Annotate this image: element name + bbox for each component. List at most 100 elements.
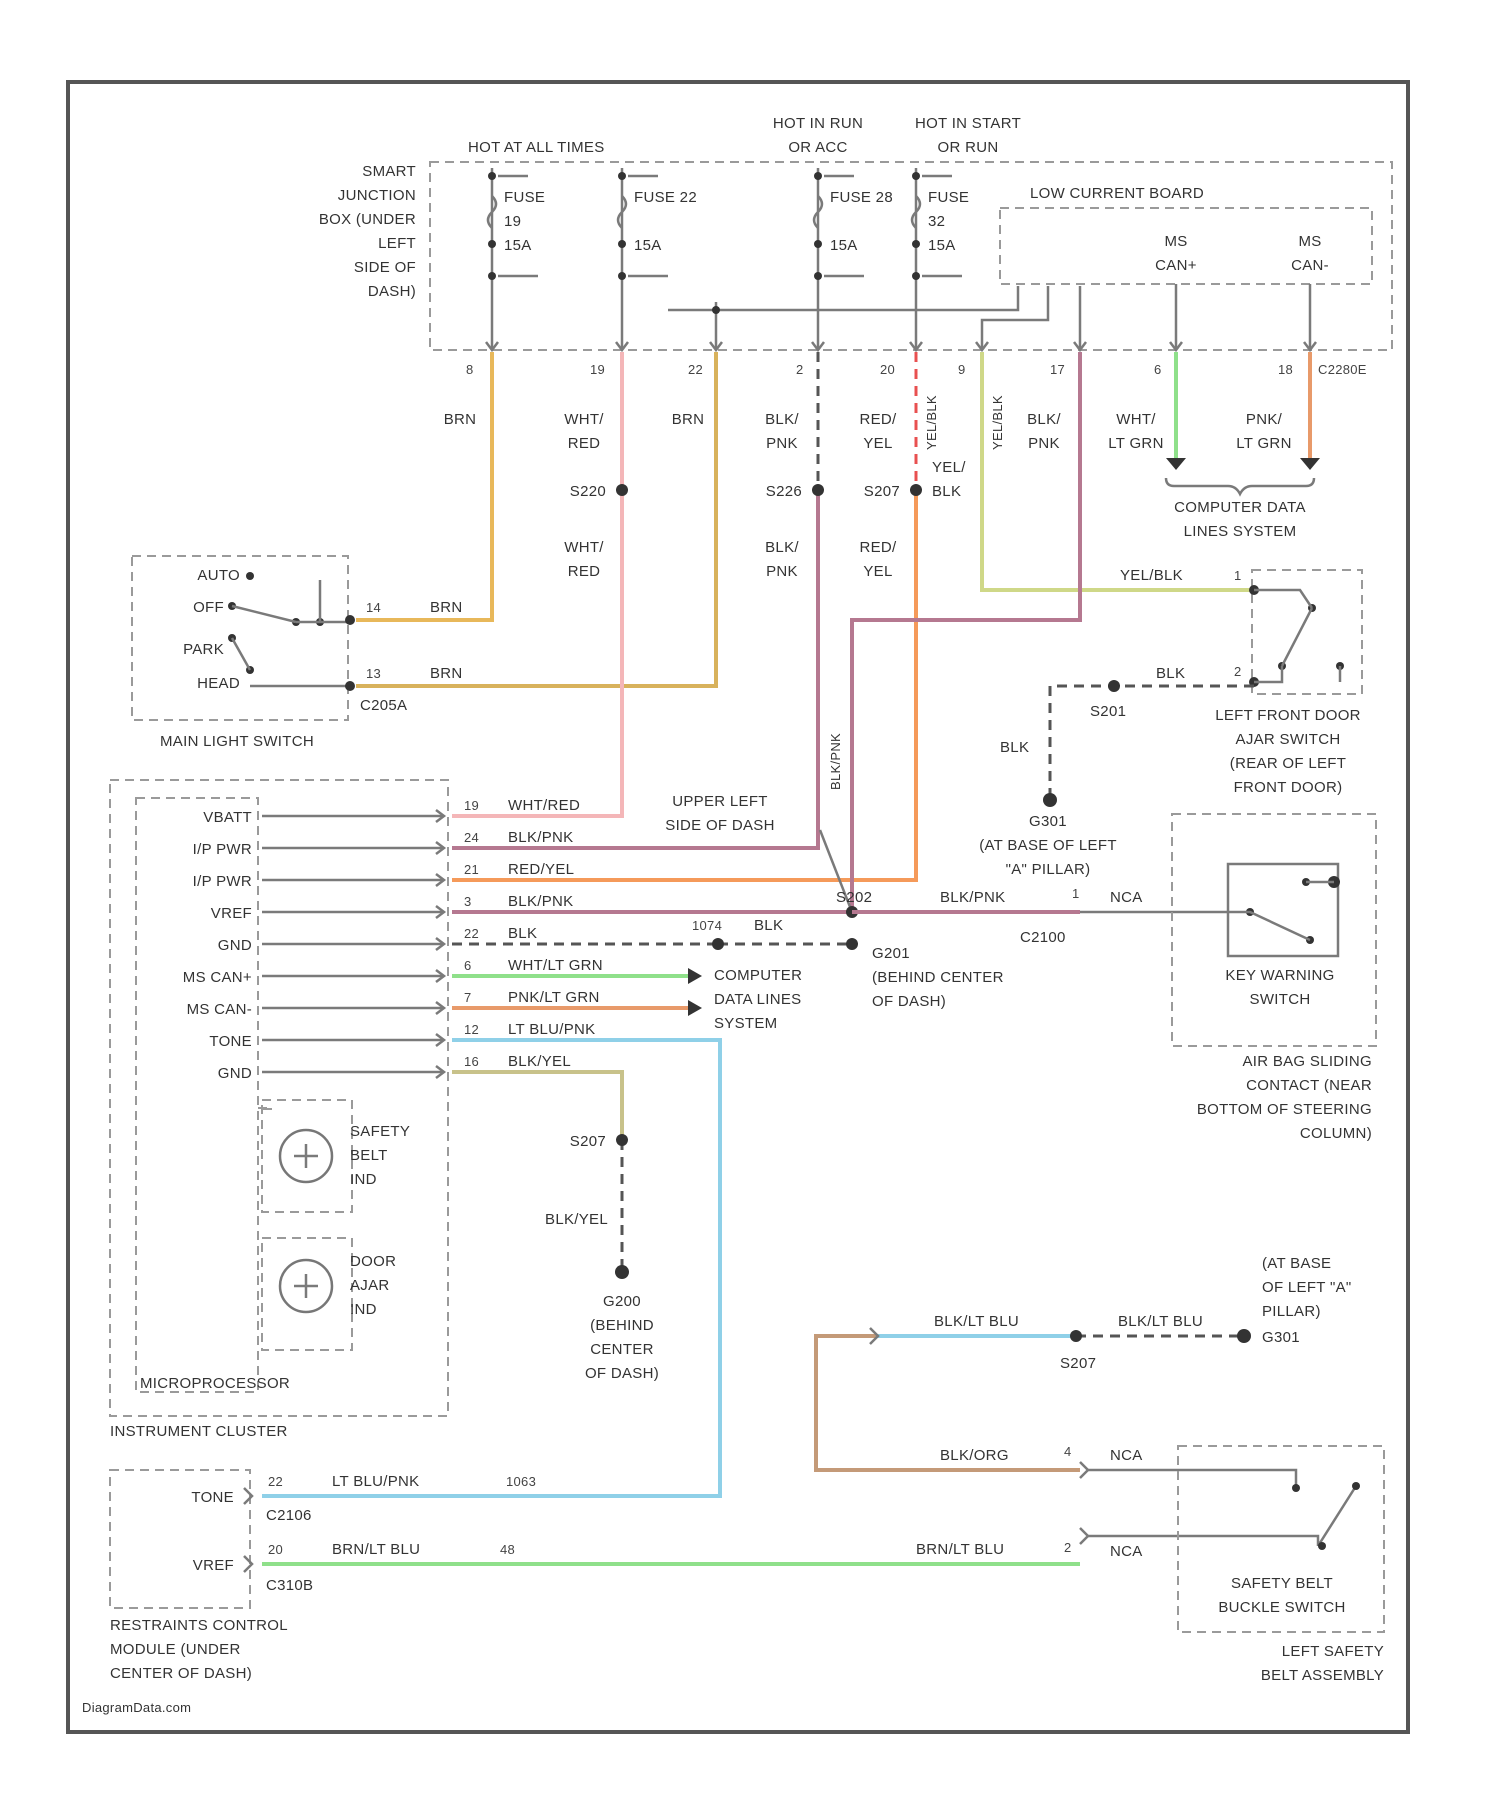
- splice-s202-label: S202: [836, 889, 872, 906]
- g200-label-2: (BEHIND: [590, 1317, 654, 1334]
- g201-label-2: (BEHIND CENTER: [872, 969, 1004, 986]
- g301-right-label-1: (AT BASE: [1262, 1255, 1331, 1272]
- sjb-label-5: SIDE OF: [354, 259, 416, 276]
- wire-label-yel-blk-h: YEL/BLK: [1120, 567, 1183, 584]
- wire-label-brn-2: BRN: [672, 411, 705, 428]
- ic-wire-label-0: WHT/RED: [508, 797, 580, 814]
- instrument-cluster-label: INSTRUMENT CLUSTER: [110, 1423, 288, 1440]
- main-light-switch: AUTO OFF PARK HEAD: [132, 556, 355, 720]
- key-pin-1: 1: [1072, 886, 1080, 901]
- circuit-1074-label: 1074: [692, 918, 722, 933]
- circuit-48-label: 48: [500, 1542, 515, 1557]
- hot-at-all-times-label: HOT AT ALL TIMES: [468, 139, 605, 156]
- belt-buckle-label-2: BUCKLE SWITCH: [1218, 1599, 1345, 1616]
- g200-label-4: OF DASH): [585, 1365, 659, 1382]
- rcm-wire-pin-22: 22: [268, 1474, 283, 1489]
- g301-label-2: (AT BASE OF LEFT: [979, 837, 1117, 854]
- main-light-switch-label: MAIN LIGHT SWITCH: [160, 733, 314, 750]
- microprocessor-label: MICROPROCESSOR: [140, 1375, 290, 1392]
- ic-wire-label-1: BLK/PNK: [508, 829, 573, 846]
- wire-label-blk-pnk-2a: BLK/: [1027, 411, 1061, 428]
- g201-label-3: OF DASH): [872, 993, 946, 1010]
- sjb-pin-9: 9: [958, 362, 966, 377]
- lf-door-label-3: (REAR OF LEFT: [1230, 755, 1346, 772]
- belt-buckle-label-1: SAFETY BELT: [1231, 1575, 1333, 1592]
- ic-pin-gnd-1: GND: [218, 937, 252, 954]
- wire-yel-blk: [982, 352, 1252, 590]
- wire-brn-pin8: [356, 352, 492, 620]
- ic-wire-pin-7: 7: [464, 990, 472, 1005]
- instrument-cluster: [110, 780, 448, 1416]
- g301-label-3: "A" PILLAR): [1006, 861, 1091, 878]
- computer-data-mid-label-1: COMPUTER: [714, 967, 802, 984]
- sjb-pin-8: 8: [466, 362, 474, 377]
- ic-wire-pin-19: 19: [464, 798, 479, 813]
- clockspring-label-4: COLUMN): [1300, 1125, 1372, 1142]
- wire-label-brn-3: BRN: [430, 599, 463, 616]
- ic-pin-gnd-2: GND: [218, 1065, 252, 1082]
- wire-label-yel-blk-vertical-2: YEL/BLK: [990, 395, 1005, 450]
- ms-can-minus-label-2: CAN-: [1291, 257, 1329, 274]
- sjb-label-1: SMART: [362, 163, 416, 180]
- ic-pin-ip-pwr-2: I/P PWR: [193, 873, 252, 890]
- wire-label-wht-red-2b: RED: [568, 563, 601, 580]
- sjb-pin-17: 17: [1050, 362, 1065, 377]
- fuse32-rating: 15A: [928, 237, 956, 254]
- hot-run-acc-label-2: OR ACC: [788, 139, 847, 156]
- wire-label-blk-pnk-vertical: BLK/PNK: [828, 733, 843, 790]
- fuse22-rating: 15A: [634, 237, 662, 254]
- splice-s207-label-3: S207: [1060, 1355, 1096, 1372]
- ic-wire-label-6: PNK/LT GRN: [508, 989, 600, 1006]
- wire-label-yel-blk-b: BLK: [932, 483, 961, 500]
- hot-start-run-label-1: HOT IN START: [915, 115, 1021, 132]
- wire-label-brn-ltblu-1: BRN/LT BLU: [332, 1541, 420, 1558]
- watermark: DiagramData.com: [82, 1700, 191, 1715]
- fuse32-label: FUSE: [928, 189, 969, 206]
- rcm-wire-pin-20: 20: [268, 1542, 283, 1557]
- g200-label-1: G200: [603, 1293, 641, 1310]
- rcm-label-2: MODULE (UNDER: [110, 1641, 241, 1658]
- wire-label-blk-ltblu-1: BLK/LT BLU: [934, 1313, 1019, 1330]
- connector-c2100-label: C2100: [1020, 929, 1066, 946]
- clockspring-label-2: CONTACT (NEAR: [1246, 1077, 1372, 1094]
- mls-off: OFF: [193, 599, 224, 616]
- wire-label-wht-ltgrn-b: LT GRN: [1108, 435, 1163, 452]
- sjb-pin-19: 19: [590, 362, 605, 377]
- rcm-label-1: RESTRAINTS CONTROL: [110, 1617, 288, 1634]
- wire-label-yel-blk-vertical: YEL/BLK: [924, 395, 939, 450]
- wire-label-nca-3: NCA: [1110, 1543, 1143, 1560]
- sjb-label-6: DASH): [368, 283, 416, 300]
- sjb-pin-2: 2: [796, 362, 804, 377]
- splice-s220-label: S220: [570, 483, 606, 500]
- wire-label-brn-4: BRN: [430, 665, 463, 682]
- wire-label-yel-blk-a: YEL/: [932, 459, 966, 476]
- hot-start-run-label-2: OR RUN: [938, 139, 999, 156]
- connector-c2280e-label: C2280E: [1318, 362, 1367, 377]
- left-belt-assembly-label-1: LEFT SAFETY: [1282, 1643, 1384, 1660]
- ic-pin-ip-pwr-1: I/P PWR: [193, 841, 252, 858]
- c205a-pin-14: 14: [366, 600, 381, 615]
- sjb-pin-6: 6: [1154, 362, 1162, 377]
- wire-label-blk-pnk-3a: BLK/: [765, 539, 799, 556]
- clockspring-label-3: BOTTOM OF STEERING: [1197, 1101, 1372, 1118]
- wire-label-wht-red-1b: RED: [568, 435, 601, 452]
- belt-pin-4: 4: [1064, 1444, 1072, 1459]
- wire-label-blk-pnk-2b: PNK: [1028, 435, 1060, 452]
- wire-label-blk-pnk-3b: PNK: [766, 563, 798, 580]
- g301-label-1: G301: [1029, 813, 1067, 830]
- fuse28-rating: 15A: [830, 237, 858, 254]
- splice-s226-label: S226: [766, 483, 802, 500]
- ic-pin-ms-can-minus: MS CAN-: [187, 1001, 252, 1018]
- key-warning-switch: [1172, 814, 1376, 1046]
- wire-label-blk-ltblu-2: BLK/LT BLU: [1118, 1313, 1203, 1330]
- wire-label-wht-red-2a: WHT/: [564, 539, 604, 556]
- splice-s201-label: S201: [1090, 703, 1126, 720]
- lf-door-ajar-switch: [1249, 570, 1362, 694]
- hot-run-acc-label-1: HOT IN RUN: [773, 115, 863, 132]
- wire-label-blk-yel: BLK/YEL: [545, 1211, 608, 1228]
- key-warning-label-1: KEY WARNING: [1225, 967, 1334, 984]
- g200-label-3: CENTER: [590, 1341, 653, 1358]
- sjb-pin-20: 20: [880, 362, 895, 377]
- wire-label-wht-red-1a: WHT/: [564, 411, 604, 428]
- ic-wire-pin-12: 12: [464, 1022, 479, 1037]
